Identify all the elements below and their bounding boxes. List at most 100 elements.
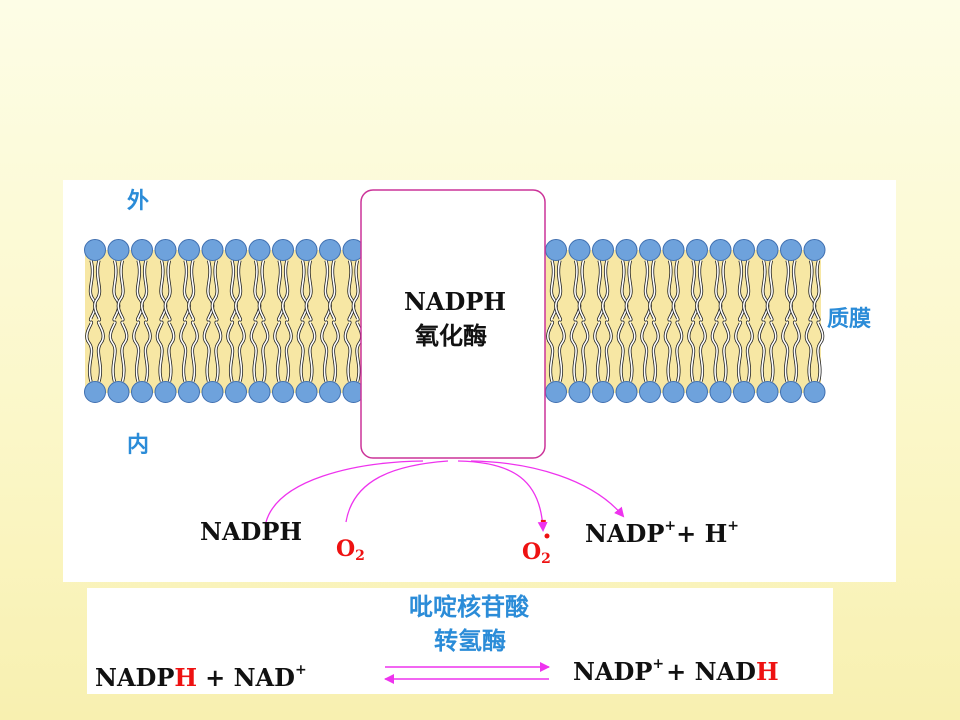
right-plus-nad: + NAD <box>666 657 756 686</box>
lipid-head <box>709 239 732 261</box>
right-nadp-charge: + <box>652 656 664 672</box>
lipid-tail <box>254 260 261 321</box>
lipid-tail <box>762 260 769 321</box>
lipid-tail <box>648 260 656 321</box>
inside-label: 内 <box>127 433 149 458</box>
lipid-tail <box>85 321 93 382</box>
lipid-head <box>248 239 271 261</box>
oxygen-subscript: 2 <box>355 548 365 564</box>
substrate-nadph: NADPH <box>200 517 302 546</box>
lipid-head <box>686 381 708 403</box>
lipid-head <box>639 239 661 261</box>
membrane-label: 质膜 <box>827 307 871 332</box>
lipid-head <box>733 381 755 403</box>
lipid-tail <box>672 260 679 321</box>
lipid-tail <box>550 260 558 321</box>
lipid-tail <box>593 321 601 382</box>
lipid-head <box>615 239 638 261</box>
right-h: H <box>756 657 779 686</box>
lipid-tail <box>348 260 355 321</box>
lipid-head <box>780 239 802 261</box>
superoxide-charge: - <box>540 510 547 529</box>
lipid-tail <box>89 260 97 321</box>
lipid-tail <box>324 260 332 321</box>
lipid-tail <box>734 321 742 382</box>
lipid-tail <box>574 260 581 321</box>
lipid-tail <box>191 321 199 382</box>
arrow-nadph <box>265 460 424 523</box>
lipid-head <box>154 239 177 261</box>
lipid-tail <box>238 321 246 382</box>
enzyme-name-line2: 氧化酶 <box>415 322 487 350</box>
lipid-tail <box>156 321 163 382</box>
lipid-tail <box>97 321 105 382</box>
left-nadp: NADP <box>95 663 174 692</box>
lipid-tail <box>785 260 793 321</box>
lipid-tail <box>766 260 773 321</box>
lipid-tail <box>309 321 316 382</box>
lipid-head <box>709 381 732 403</box>
superoxide-label: O2 <box>522 539 551 567</box>
lipid-tail <box>789 260 797 321</box>
lipid-band-right <box>545 250 821 393</box>
lipid-tail <box>770 321 777 382</box>
product-h-charge: + <box>727 518 739 534</box>
lipid-tail <box>617 321 624 382</box>
radical-dot <box>544 533 550 539</box>
lipid-head <box>107 381 130 403</box>
lipid-head <box>248 381 271 403</box>
lipid-tail <box>719 260 726 321</box>
lipid-tails <box>85 260 825 382</box>
lipid-head <box>107 239 130 261</box>
lipid-head <box>131 239 153 261</box>
lipid-tail <box>652 321 660 382</box>
lipid-head <box>662 239 685 261</box>
lipid-tail <box>211 260 218 321</box>
lipid-head <box>154 381 177 403</box>
lipid-tail <box>578 260 585 321</box>
lipid-head <box>568 381 591 403</box>
lipid-head <box>568 239 591 261</box>
lipid-tail <box>187 260 195 321</box>
lipid-head <box>545 239 567 261</box>
arrow-to-nadp <box>470 460 625 518</box>
nadph-oxidase-box <box>360 189 546 459</box>
lipid-tail <box>281 260 289 321</box>
lipid-heads <box>84 239 826 403</box>
lipid-tail <box>715 260 722 321</box>
lipid-head <box>295 239 318 261</box>
lipid-tail <box>113 260 120 321</box>
product-nadp: NADP++ H+ <box>585 518 739 548</box>
lipid-tail <box>813 260 820 321</box>
lipid-tail <box>809 260 816 321</box>
lipid-tail <box>250 321 257 382</box>
lipid-tail <box>352 260 359 321</box>
lipid-tail <box>738 260 746 321</box>
lipid-tail <box>356 321 363 382</box>
lipid-tail <box>305 260 312 321</box>
lipid-tail <box>805 321 812 382</box>
lipid-tail <box>597 260 605 321</box>
lipid-tail <box>183 260 191 321</box>
lipid-tail <box>301 260 308 321</box>
lipid-tail <box>160 260 167 321</box>
lipid-tail <box>723 321 730 382</box>
lipid-tail <box>136 260 144 321</box>
lipid-head <box>756 239 779 261</box>
lipid-head <box>756 381 779 403</box>
transhydrogenase-reaction: 吡啶核苷酸 转氢酶 NADPH+ NAD+ NADP++ NADH <box>95 593 779 692</box>
lipid-head <box>201 381 224 403</box>
lipid-tail <box>144 321 152 382</box>
oxygen-label: O2 <box>336 536 365 564</box>
lipid-head <box>639 381 661 403</box>
product-h-text: + H <box>676 519 727 548</box>
lipid-tail <box>676 321 683 382</box>
lipid-tail <box>699 321 707 382</box>
lipid-head <box>803 381 826 403</box>
lipid-tail <box>601 260 609 321</box>
lipid-tail <box>297 321 304 382</box>
lipid-tail <box>226 321 234 382</box>
lipid-head <box>686 239 708 261</box>
lipid-head <box>319 381 341 403</box>
lipid-tail <box>691 260 699 321</box>
